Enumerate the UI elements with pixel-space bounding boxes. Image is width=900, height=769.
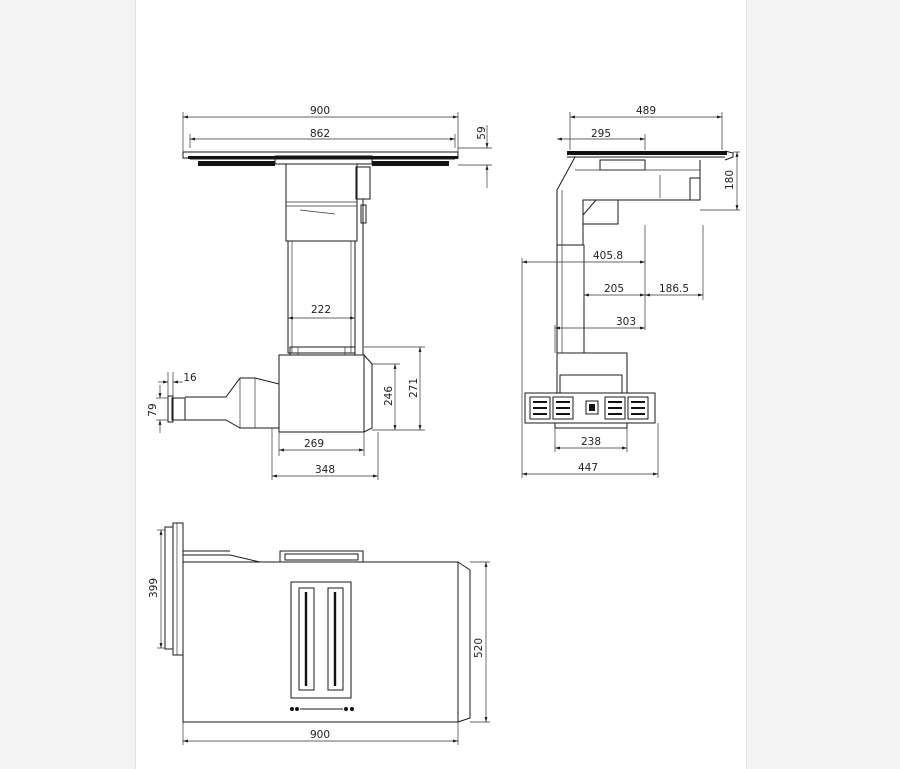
dim-front-height-hob: 59 <box>476 126 488 139</box>
dim-motor-total-width: 348 <box>315 464 335 476</box>
dim-side-height-hob: 180 <box>724 170 736 190</box>
drawing-sheet <box>135 0 747 769</box>
dim-top-depth: 520 <box>473 638 485 658</box>
dim-front-width-total: 900 <box>310 105 330 117</box>
top-view: 399 520 900 <box>148 522 490 745</box>
dim-motor-height-total: 271 <box>408 378 420 398</box>
side-view: 489 295 180 405.8 205 186.5 303 238 447 <box>521 105 740 478</box>
dim-side-motor-width: 238 <box>581 436 601 448</box>
dim-duct-flange: 16 <box>183 372 197 384</box>
dim-column-width: 222 <box>311 304 331 316</box>
dim-duct-diameter: 79 <box>147 403 159 416</box>
dim-side-depth-motor-back: 303 <box>616 316 636 328</box>
dim-side-depth-offset: 295 <box>591 128 611 140</box>
dim-side-depth-rear: 186.5 <box>659 283 689 295</box>
dim-side-depth-motor-front: 405.8 <box>593 250 623 262</box>
dim-motor-height: 246 <box>383 386 395 406</box>
dim-side-depth-total: 489 <box>636 105 656 117</box>
dim-front-width-glass: 862 <box>310 128 330 140</box>
dim-top-width: 900 <box>310 729 330 741</box>
front-view: 900 862 59 222 79 16 246 271 269 <box>147 105 492 480</box>
dim-motor-base-width: 269 <box>304 438 324 450</box>
dim-top-vent-length: 399 <box>148 578 160 598</box>
dim-side-depth-column: 205 <box>604 283 624 295</box>
dim-side-motor-unit-width: 447 <box>578 462 598 474</box>
